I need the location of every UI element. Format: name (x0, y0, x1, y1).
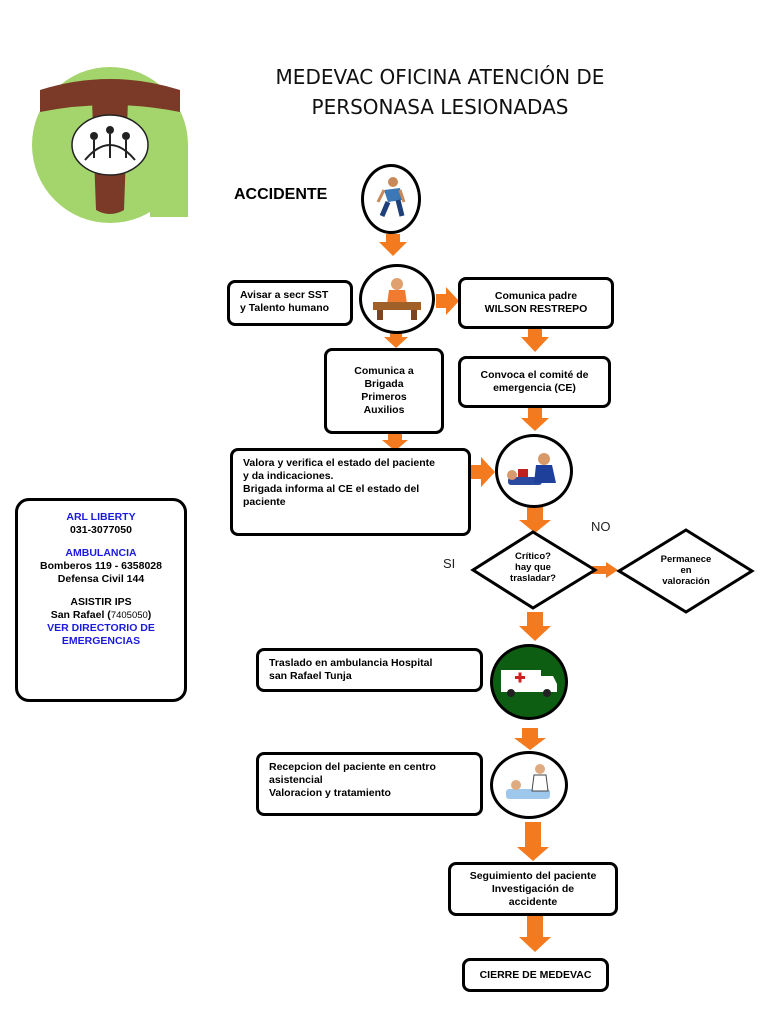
ambulancia-title: AMBULANCIA (65, 547, 137, 559)
arrow-down (384, 330, 408, 348)
arrow-down (514, 728, 546, 750)
arrow-down (519, 505, 551, 533)
box-seguimiento-line: accidente (508, 895, 558, 908)
decision-permanece-text: Permanece en valoración (645, 554, 727, 587)
decision-critico-line: trasladar? (510, 573, 556, 584)
box-comite: Convoca el comité de emergencia (CE) (458, 356, 611, 408)
san-rafael-phone: 7405050 (110, 610, 148, 621)
box-recepcion-line: Valoracion y tratamiento (269, 787, 391, 799)
box-valora-line: Valora y verifica el estado del paciente (243, 457, 436, 469)
person-phone-desk-icon (373, 278, 421, 320)
asistir-title: ASISTIR IPS (70, 596, 132, 608)
box-recepcion: Recepcion del paciente en centro asisten… (256, 752, 483, 816)
box-valora: Valora y verifica el estado del paciente… (230, 448, 471, 536)
arl-title: ARL LIBERTY (66, 511, 136, 523)
arrow-right (471, 457, 495, 487)
arrow-right (436, 287, 459, 315)
decision-permanece-line: valoración (662, 576, 710, 587)
logo-icon (32, 67, 188, 223)
decision-label-no: NO (591, 519, 611, 534)
box-seguimiento-line: Seguimiento del paciente (469, 869, 597, 882)
box-brigada-line: Brigada (364, 378, 404, 390)
ambulance-icon (501, 670, 557, 697)
arrow-down (382, 434, 408, 451)
box-seguimiento: Seguimiento del paciente Investigación d… (448, 862, 618, 916)
first-aid-circle (495, 434, 573, 508)
box-brigada-line: Comunica a (354, 365, 414, 377)
box-avisar-line: Avisar a secr SST (240, 289, 329, 301)
arrow-down (517, 822, 549, 861)
first-aid-icon (507, 453, 556, 485)
decision-critico-text: Crítico? hay que trasladar? (493, 551, 573, 584)
box-traslado-line: Traslado en ambulancia Hospital (269, 657, 433, 669)
decision-diamond-critico (470, 530, 598, 610)
box-avisar: Avisar a secr SST y Talento humano (227, 280, 353, 326)
arl-phone: 031-3077050 (70, 524, 132, 536)
decision-diamond-permanece (616, 528, 755, 614)
accident-label: ACCIDENTE (234, 186, 328, 203)
decision-critico-line: hay que (515, 562, 551, 573)
arrow-down (379, 234, 407, 256)
patient-circle (490, 751, 568, 819)
box-comunica-padre-line: Comunica padre (494, 290, 578, 302)
diagram-title-line1: MEDEVAC OFICINA ATENCIÓN DE (275, 65, 605, 89)
arrow-down (521, 328, 549, 352)
box-valora-line: y da indicaciones. (243, 470, 334, 482)
directorio-link-line2[interactable]: EMERGENCIAS (61, 635, 141, 647)
arrow-right (592, 562, 618, 578)
bomberos-line: Bomberos 119 - 6358028 (40, 560, 162, 572)
arrow-down (519, 612, 551, 641)
box-traslado-line: san Rafael Tunja (269, 670, 352, 682)
box-seguimiento-line: Investigación de (491, 882, 575, 895)
defensa-civil-line: Defensa Civil 144 (57, 573, 145, 585)
box-comunica-padre-line: WILSON RESTREPO (484, 303, 588, 315)
box-avisar-line: y Talento humano (240, 302, 330, 314)
directorio-link-line1[interactable]: VER DIRECTORIO DE (47, 622, 155, 634)
box-traslado: Traslado en ambulancia Hospital san Rafa… (256, 648, 483, 692)
box-comite-line: Convoca el comité de (480, 369, 589, 381)
box-brigada: Comunica a Brigada Primeros Auxilios (324, 348, 444, 434)
diagram-title-line2: PERSONASA LESIONADAS (311, 95, 569, 119)
accident-circle (361, 164, 421, 234)
emergency-contacts-box: ARL LIBERTY 031-3077050 AMBULANCIA Bombe… (15, 498, 187, 702)
person-falling-icon (376, 177, 406, 217)
box-brigada-line: Primeros (361, 391, 407, 403)
box-recepcion-line: Recepcion del paciente en centro (269, 761, 436, 773)
phone-circle (359, 264, 435, 334)
decision-permanece-line: Permanece (660, 554, 712, 565)
box-brigada-line: Auxilios (363, 404, 405, 416)
box-valora-line: paciente (243, 496, 286, 508)
decision-permanece-line: en (680, 565, 692, 576)
patient-bed-icon (506, 764, 550, 799)
box-recepcion-line: asistencial (269, 774, 323, 786)
san-rafael-close: ) (147, 609, 152, 621)
box-cierre: CIERRE DE MEDEVAC (462, 958, 609, 992)
box-cierre-text: CIERRE DE MEDEVAC (479, 968, 592, 981)
box-comunica-padre: Comunica padre WILSON RESTREPO (458, 277, 614, 329)
box-valora-line: Brigada informa al CE el estado del (243, 483, 420, 495)
san-rafael-line: San Rafael (7405050) (18, 609, 184, 622)
decision-label-si: SI (443, 556, 456, 571)
box-comite-line: emergencia (CE) (493, 382, 576, 394)
arrow-down (521, 408, 549, 431)
ambulance-circle (490, 644, 568, 720)
san-rafael-label: San Rafael ( (50, 609, 111, 621)
arrow-down (519, 916, 551, 952)
decision-critico-line: Crítico? (515, 551, 551, 562)
